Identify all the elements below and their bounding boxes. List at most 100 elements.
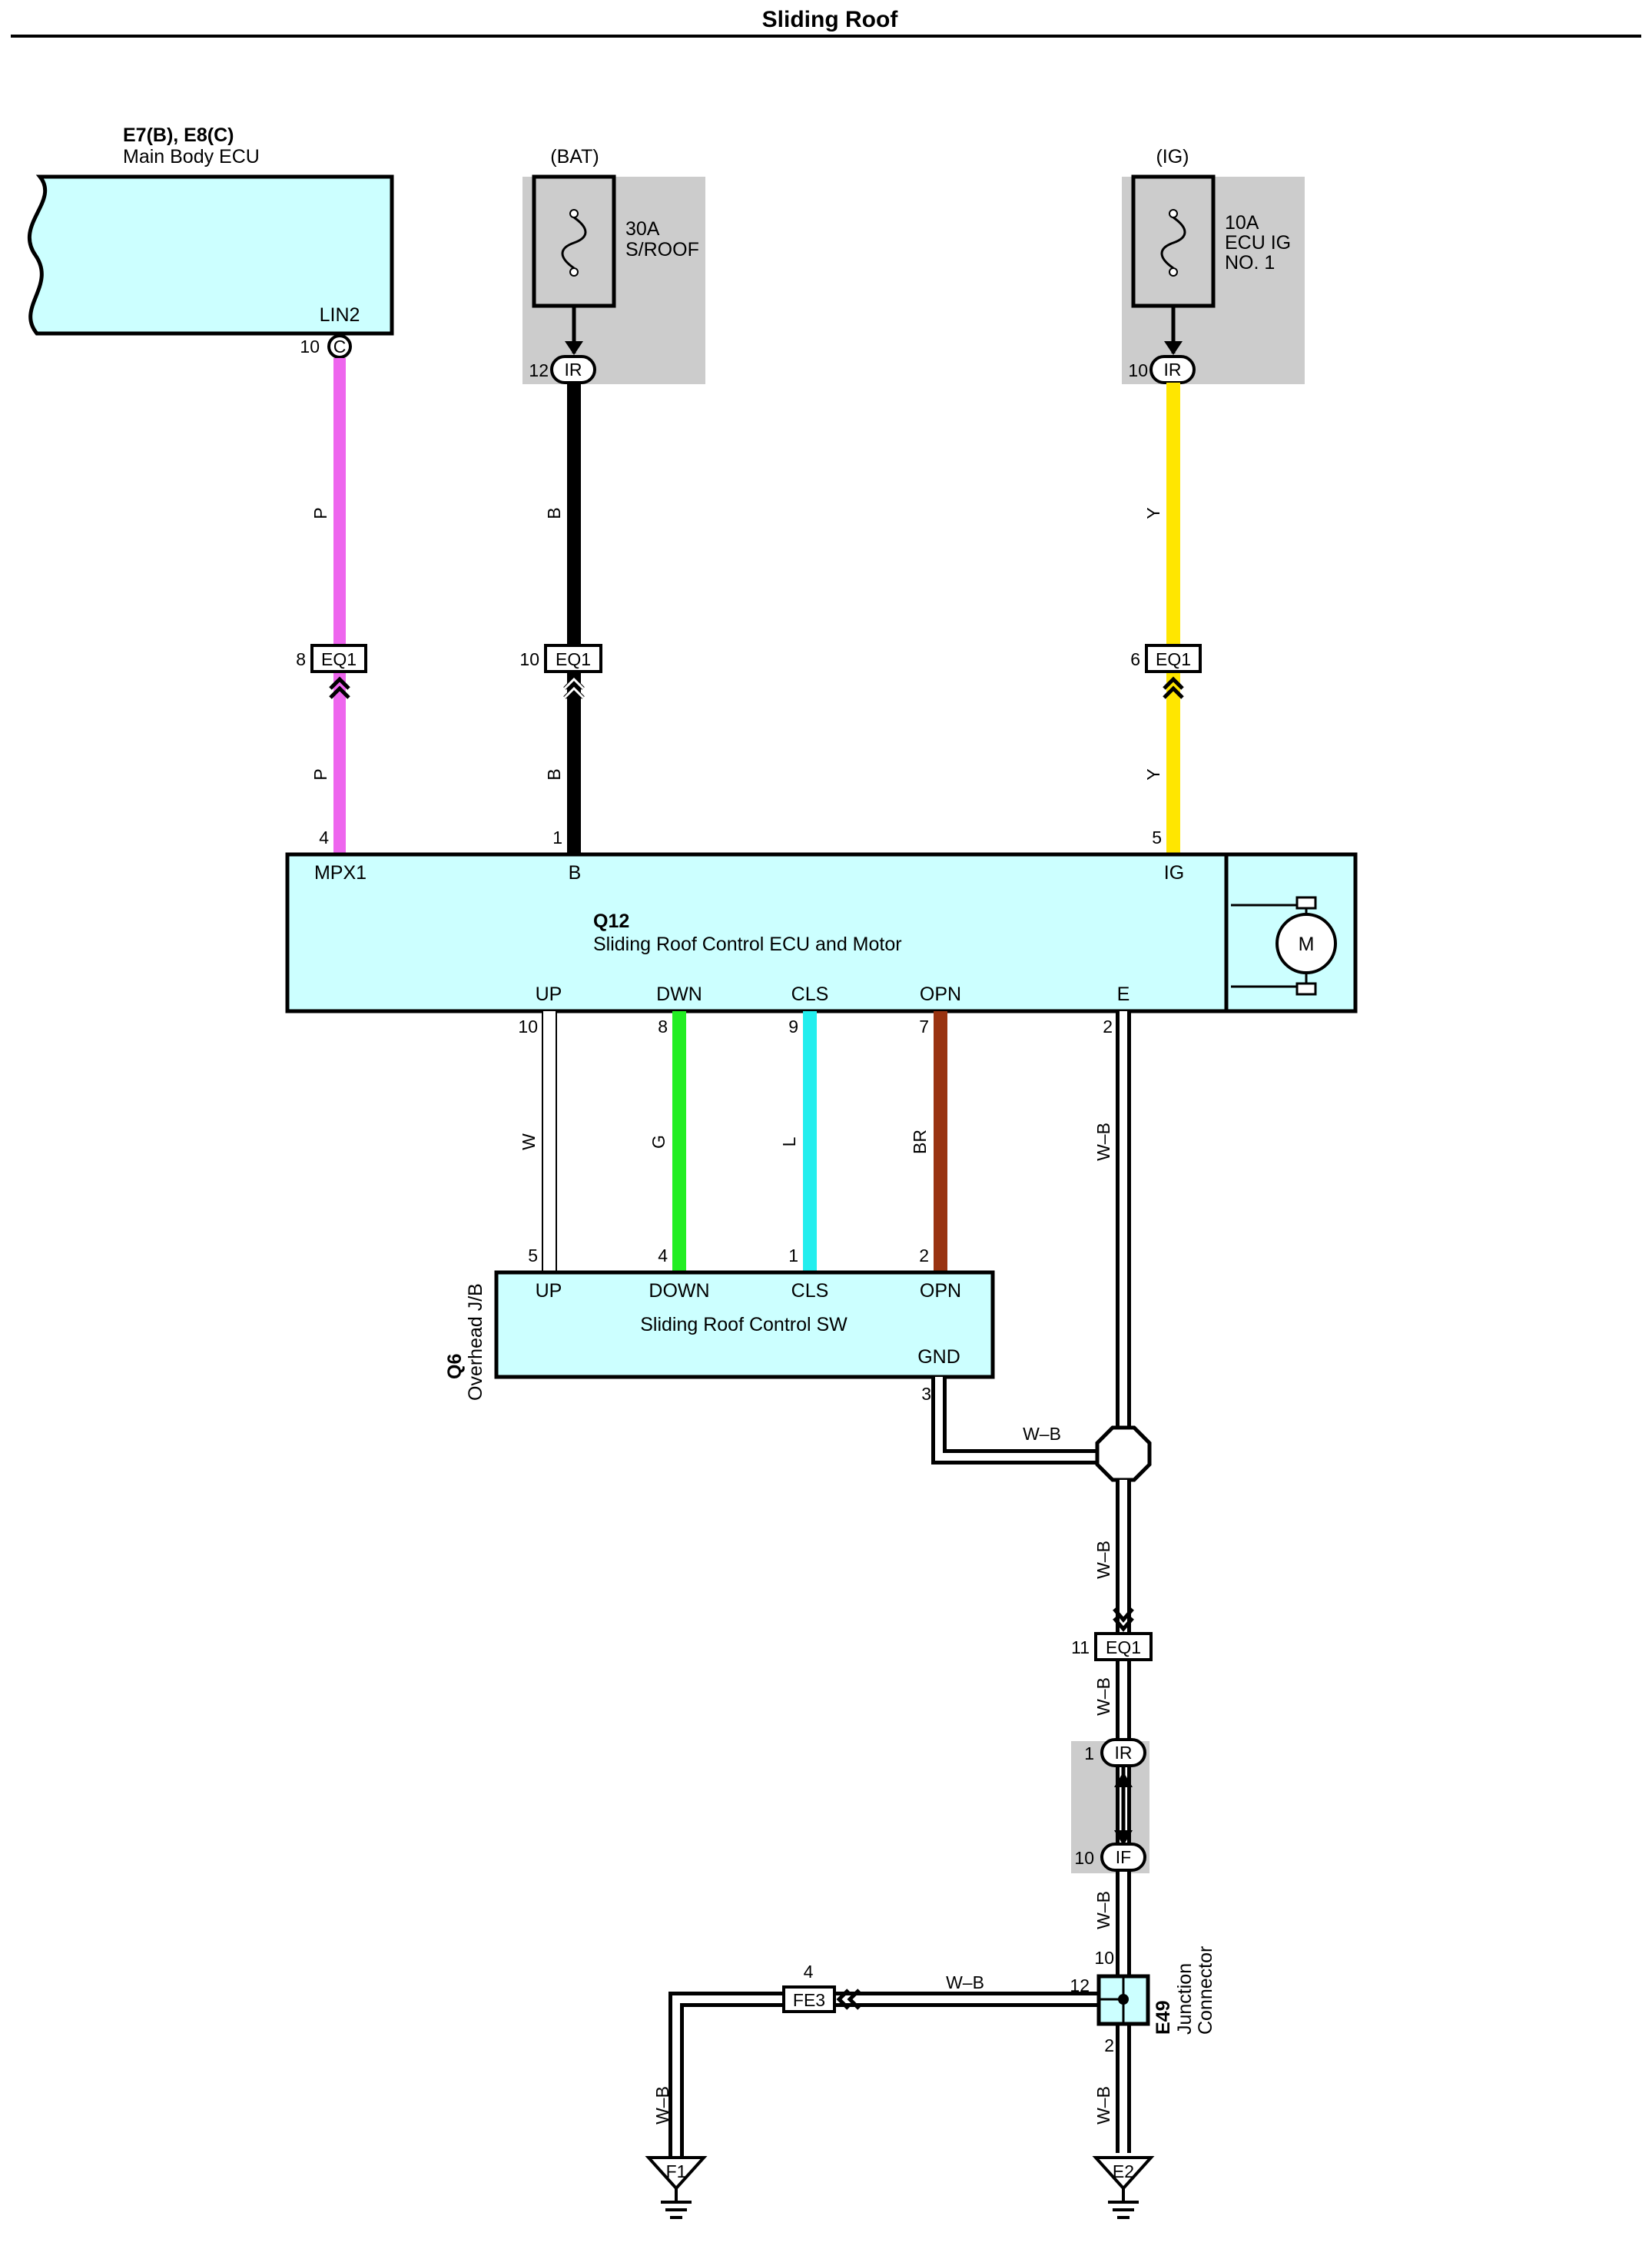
- wire-label-wb-f1: W–B: [652, 2086, 672, 2125]
- wire-label-wb-trunk-2: W–B: [1093, 1677, 1113, 1716]
- q12-pin-10: 10: [518, 1017, 538, 1037]
- wire-wb-branch-f1: [668, 1992, 1099, 2156]
- q6-term-cls: CLS: [791, 1280, 829, 1302]
- eq1-pink-label: EQ1: [321, 649, 357, 669]
- eq1-connector-lower: 11 EQ1: [1071, 1607, 1153, 1661]
- q12-term-b: B: [569, 862, 582, 884]
- e49-name-line2: Connector: [1195, 1946, 1216, 2035]
- q12-term-cls: CLS: [791, 984, 829, 1005]
- fuse-ig-icon: [1160, 209, 1186, 277]
- fuse-ig-name-line1: ECU IG: [1225, 232, 1291, 254]
- fuse-30a-sroof: (BAT) 30A S/ROOF 12 IR: [522, 146, 705, 384]
- wire-label-g: G: [649, 1135, 668, 1149]
- wire-label-wb-trunk-4: W–B: [1093, 2086, 1113, 2125]
- fuse-bat-lead-arrow: [565, 341, 583, 355]
- eq1-yellow-label: EQ1: [1156, 649, 1191, 669]
- q12-pin-7: 7: [919, 1017, 929, 1037]
- lin2-pin: 10: [300, 337, 320, 357]
- ground-f1: F1: [647, 2156, 705, 2219]
- eq1-yellow-pin: 6: [1130, 649, 1140, 669]
- eq1-pink-pin: 8: [296, 649, 306, 669]
- q12-pin-4: 4: [319, 828, 329, 848]
- page-title: Sliding Roof: [762, 7, 899, 32]
- fuse-bat-name: S/ROOF: [625, 239, 699, 260]
- eq1-black-pin: 10: [519, 649, 539, 669]
- wire-label-br: BR: [910, 1130, 930, 1154]
- q12-term-mpx1: MPX1: [314, 862, 367, 884]
- q6-location: Overhead J/B: [465, 1283, 486, 1401]
- black-wire-chevrons: [563, 677, 585, 699]
- q6-name: Sliding Roof Control SW: [640, 1314, 848, 1335]
- ir-pin: 1: [1084, 1743, 1094, 1763]
- main-body-ecu: E7(B), E8(C) Main Body ECU LIN2 10 C: [28, 124, 394, 359]
- q12-term-opn: OPN: [920, 984, 961, 1005]
- fuse-10a-ecu-ig: (IG) 10A ECU IG NO. 1 10 IR: [1122, 146, 1305, 384]
- eq1-connector-pink: 8 EQ1: [296, 644, 367, 698]
- fuse-ig-source: (IG): [1156, 146, 1189, 168]
- q6-term-down: DOWN: [649, 1280, 709, 1302]
- q12-term-ig: IG: [1164, 862, 1184, 884]
- q6-term-gnd: GND: [917, 1346, 960, 1368]
- ground-f1-label: F1: [666, 2161, 687, 2181]
- wire-label-wb-gnd: W–B: [1023, 1424, 1061, 1444]
- fe3-label: FE3: [793, 1990, 825, 2010]
- connector-c: [327, 334, 352, 359]
- wire-label-wb-e: W–B: [1093, 1123, 1113, 1161]
- e49-pin-left: 12: [1070, 1975, 1090, 1995]
- eq1-black-label: EQ1: [556, 649, 591, 669]
- fuse-bat-connector-label: IR: [565, 360, 582, 380]
- ir-label: IR: [1115, 1743, 1133, 1763]
- wire-pink-mpx1: [333, 358, 346, 854]
- q6-term-up: UP: [536, 1280, 562, 1302]
- e49-pin-top: 10: [1094, 1948, 1114, 1968]
- q12-term-dwn: DWN: [656, 984, 702, 1005]
- e49-pin-bottom: 2: [1104, 2035, 1114, 2055]
- wire-yellow-ig: [1166, 383, 1180, 854]
- q12-term-up: UP: [536, 984, 562, 1005]
- eq1-lower-pin: 11: [1071, 1637, 1090, 1657]
- wire-label-wb-trunk-3: W–B: [1093, 1891, 1113, 1929]
- eq1-connector-yellow: 6 EQ1: [1130, 644, 1202, 698]
- wire-label-wb-trunk-1: W–B: [1093, 1541, 1113, 1579]
- q6-box: [494, 1270, 995, 1379]
- q6-code: Q6: [444, 1354, 466, 1379]
- fuse-ig-name-line2: NO. 1: [1225, 252, 1275, 274]
- wire-cyan-cls: [803, 1011, 817, 1272]
- fuse-ig-connector-label: IR: [1164, 360, 1182, 380]
- q6-pin-4: 4: [658, 1246, 668, 1266]
- q12-pin-9: 9: [788, 1017, 798, 1037]
- wire-label-y-upper: Y: [1143, 507, 1163, 519]
- e49-name-line1: Junction: [1174, 1963, 1196, 2035]
- q6-pin-3: 3: [921, 1384, 931, 1404]
- q12-code: Q12: [593, 911, 629, 932]
- ir-if-junction: 1 IR 10 IF: [1071, 1738, 1149, 1873]
- wire-label-b-upper: B: [544, 507, 564, 519]
- e49-junction-dot: [1118, 1994, 1129, 2005]
- q6-sliding-roof-switch: 5 4 1 2 UP DOWN CLS OPN Sliding Roof Con…: [444, 1246, 995, 1404]
- q6-term-opn: OPN: [920, 1280, 961, 1302]
- main-body-ecu-name: Main Body ECU: [123, 146, 260, 168]
- lin2-terminal-label: LIN2: [320, 304, 360, 326]
- wire-label-p-upper: P: [310, 507, 330, 519]
- main-body-ecu-box: [28, 174, 394, 336]
- splice-point: [1095, 1425, 1152, 1482]
- fuse-ig-pin: 10: [1128, 360, 1148, 380]
- wire-label-w: W: [519, 1133, 539, 1150]
- q12-ecu-motor: M Q12 Sliding Roof Control ECU and Motor…: [285, 828, 1358, 1013]
- q6-pin-1: 1: [788, 1246, 798, 1266]
- connector-c-label: C: [333, 337, 347, 357]
- q6-pin-2: 2: [919, 1246, 929, 1266]
- ground-e2-label: E2: [1113, 2161, 1134, 2181]
- wire-wb-gnd: [931, 1377, 1123, 1465]
- wire-label-y-lower: Y: [1143, 768, 1163, 780]
- e49-junction-connector: 10 12 2 E49 Junction Connector: [1070, 1946, 1216, 2055]
- q12-pin-1: 1: [552, 828, 562, 848]
- q12-pin-5: 5: [1152, 828, 1162, 848]
- wire-brown-opn: [934, 1011, 947, 1272]
- wire-green-dwn: [672, 1011, 686, 1272]
- main-body-ecu-code: E7(B), E8(C): [123, 124, 234, 146]
- wire-black-b: [567, 383, 581, 854]
- fuse-bat-source: (BAT): [550, 146, 599, 168]
- e49-code: E49: [1153, 2001, 1174, 2035]
